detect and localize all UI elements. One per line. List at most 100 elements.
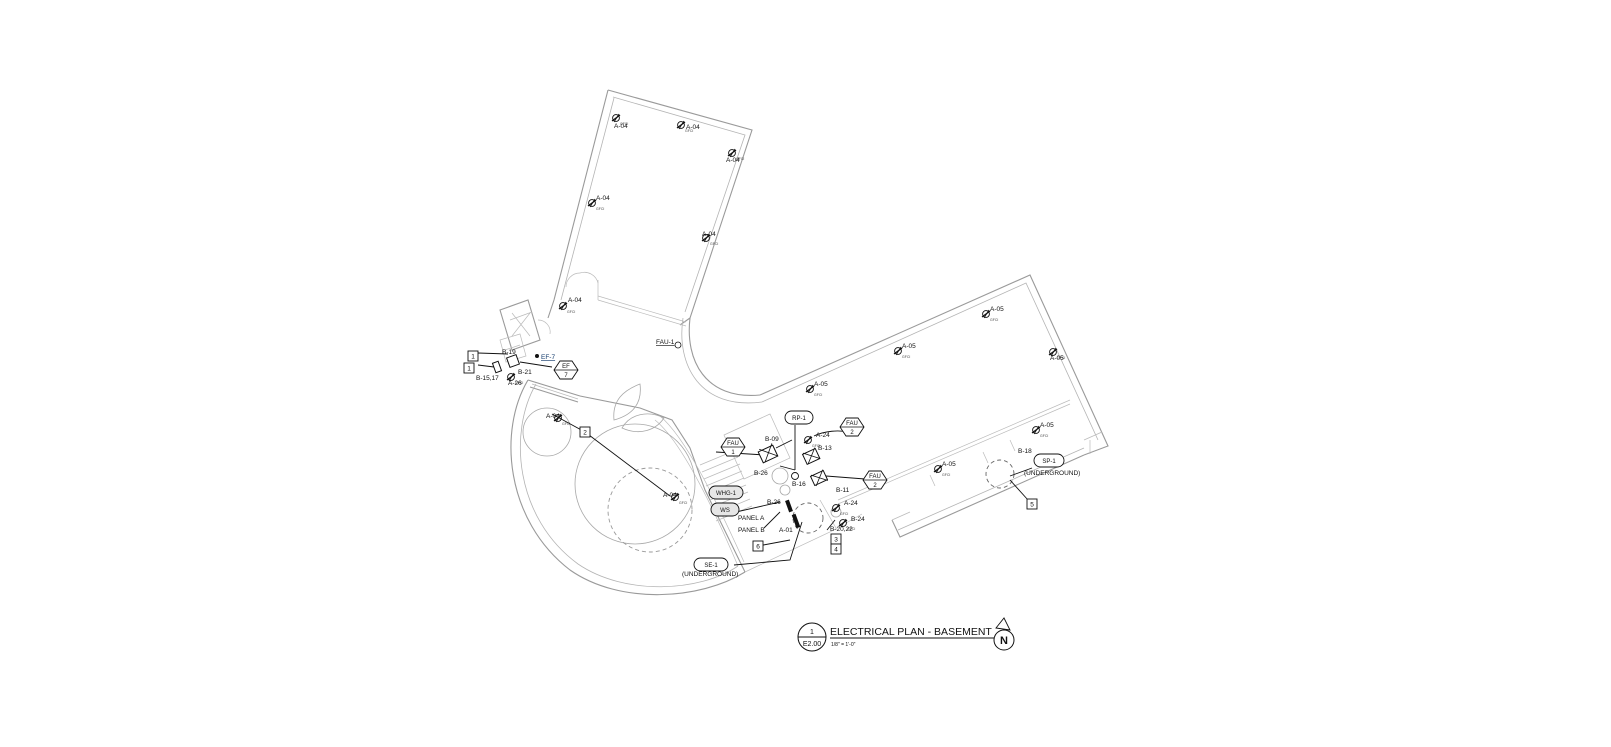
keynote-box: 3 [830, 533, 842, 545]
hex-tag-number: 2 [850, 430, 854, 436]
receptacle-circuit-label: A-04 [596, 195, 610, 202]
gfci-receptacle-icon [981, 309, 991, 319]
label-b11: B-11 [836, 487, 850, 494]
label-fau1: FAU-1 [656, 339, 675, 346]
tag-ws: WS [720, 508, 730, 514]
receptacle-circuit-label: A-26 [508, 380, 522, 387]
label-panel-b: PANEL B [738, 527, 765, 534]
keynote-box: 1 [463, 362, 475, 374]
hex-tag-label: FAU [727, 441, 739, 447]
keynote-box: 2 [579, 426, 591, 438]
keynote-number: 5 [1030, 502, 1034, 509]
receptacle-type-label: GFCI [942, 473, 950, 477]
receptacle-type-label: GFCI [562, 422, 570, 426]
equipment-hex-tag: FAU 1 [720, 437, 746, 457]
receptacle-circuit-label: A-04 [614, 123, 628, 130]
gfci-receptacle-icon [933, 464, 943, 474]
gfci-receptacle-icon [670, 492, 680, 502]
keynote-box: 6 [752, 540, 764, 552]
receptacle-type-label: GFCI [515, 381, 523, 385]
tag-rp1: RP-1 [792, 416, 806, 422]
receptacle-type-label: GFCI [902, 355, 910, 359]
north-arrow-label: N [1000, 635, 1008, 647]
tag-se1: SE-1 [704, 563, 718, 569]
gfci-receptacle-icon [611, 113, 621, 123]
receptacle-circuit-label: A-05 [1040, 422, 1054, 429]
label-b18: B-18 [1018, 448, 1032, 455]
gfci-receptacle-icon [893, 346, 903, 356]
receptacle-circuit-label: A-04 [568, 297, 582, 304]
receptacle-circuit-label: A-05 [902, 343, 916, 350]
gfci-receptacle-icon [676, 120, 686, 130]
site-circles [522, 383, 1015, 553]
receptacle-type-label: GFCI [679, 501, 687, 505]
detail-number: 1 [810, 629, 814, 636]
equipment-hex-tag: EF 7 [553, 360, 579, 380]
hex-tag-number: 7 [564, 373, 568, 379]
label-b26b: B-26 [767, 499, 781, 506]
label-b19: B-19 [502, 349, 516, 356]
receptacle-circuit-label: B-24 [851, 516, 865, 523]
receptacle-circuit-label: A-04 [686, 124, 700, 131]
keynote-box: 5 [1026, 498, 1038, 510]
receptacle-circuit-label: A-04 [546, 413, 560, 420]
receptacle-circuit-label: A-24 [816, 432, 830, 439]
receptacle-type-label: GFCI [596, 207, 604, 211]
receptacle-type-label: GFCI [812, 444, 820, 448]
building-walls [499, 89, 1109, 596]
gfci-receptacle-icon [803, 435, 813, 445]
keynote-tags: 1 1 2 3 4 5 6 [463, 350, 1038, 555]
label-b21: B-21 [518, 369, 532, 376]
keynote-number: 2 [583, 430, 587, 437]
keynote-number: 4 [834, 547, 838, 554]
receptacle-type-label: GFCI [1057, 356, 1065, 360]
receptacle-type-label: GFCI [620, 122, 628, 126]
gfci-receptacle-icon [506, 372, 516, 382]
receptacle-circuit-label: A-24 [844, 500, 858, 507]
label-b2022: B-20,22 [830, 526, 853, 533]
equipment-hex-tag: FAU 2 [862, 470, 888, 490]
keynote-number: 1 [467, 366, 471, 373]
hex-tag-number: 1 [731, 450, 735, 456]
label-ef7: EF-7 [541, 354, 555, 361]
hex-tag-label: FAU [869, 474, 881, 480]
receptacle-type-label: GFCI [990, 318, 998, 322]
label-b13: B-13 [818, 445, 832, 452]
label-b1517: B-15,17 [476, 375, 499, 382]
gfci-receptacle-icon [831, 503, 841, 513]
gfci-receptacle-icon [558, 301, 568, 311]
label-b26a: B-26 [754, 470, 768, 477]
gfci-receptacle-icon [587, 198, 597, 208]
label-panel-a: PANEL A [738, 515, 765, 522]
tag-whg1: WHG-1 [716, 491, 737, 497]
equipment-symbols [491, 341, 829, 529]
receptacle-circuit-label: A-05 [1050, 355, 1064, 362]
receptacle-type-label: GFCI [847, 527, 855, 531]
receptacle-circuit-label: A-04 [702, 231, 716, 238]
tag-sp1: SP-1 [1042, 459, 1056, 465]
receptacle-type-label: GFCI [814, 393, 822, 397]
hex-tag-label: FAU [846, 421, 858, 427]
label-a01: A-01 [779, 527, 793, 534]
keynote-box: 1 [467, 350, 479, 362]
receptacle-type-label: GFCI [840, 512, 848, 516]
receptacle-type-label: GFCI [1040, 434, 1048, 438]
title-block: 1 E2.00 ELECTRICAL PLAN - BASEMENT 1/8" … [797, 617, 1015, 652]
receptacle-type-label: GFCI [567, 310, 575, 314]
gfci-receptacle-icon [701, 233, 711, 243]
gfci-receptacle-icon [1048, 347, 1058, 357]
drawing-scale: 1/8" = 1'-0" [831, 642, 856, 648]
drawing-title: ELECTRICAL PLAN - BASEMENT [830, 626, 992, 638]
label-sp1-note: (UNDERGROUND) [1024, 470, 1080, 477]
hex-tag-number: 2 [873, 483, 877, 489]
sheet-number: E2.00 [803, 641, 821, 648]
label-b09: B-09 [765, 436, 779, 443]
keynote-number: 3 [834, 537, 838, 544]
receptacle-type-label: GFCI [736, 157, 744, 161]
hex-tag-label: EF [562, 364, 570, 370]
gfci-receptacle-icon [727, 148, 737, 158]
north-arrow-icon: N [993, 617, 1015, 651]
keynote-box: 4 [830, 543, 842, 555]
